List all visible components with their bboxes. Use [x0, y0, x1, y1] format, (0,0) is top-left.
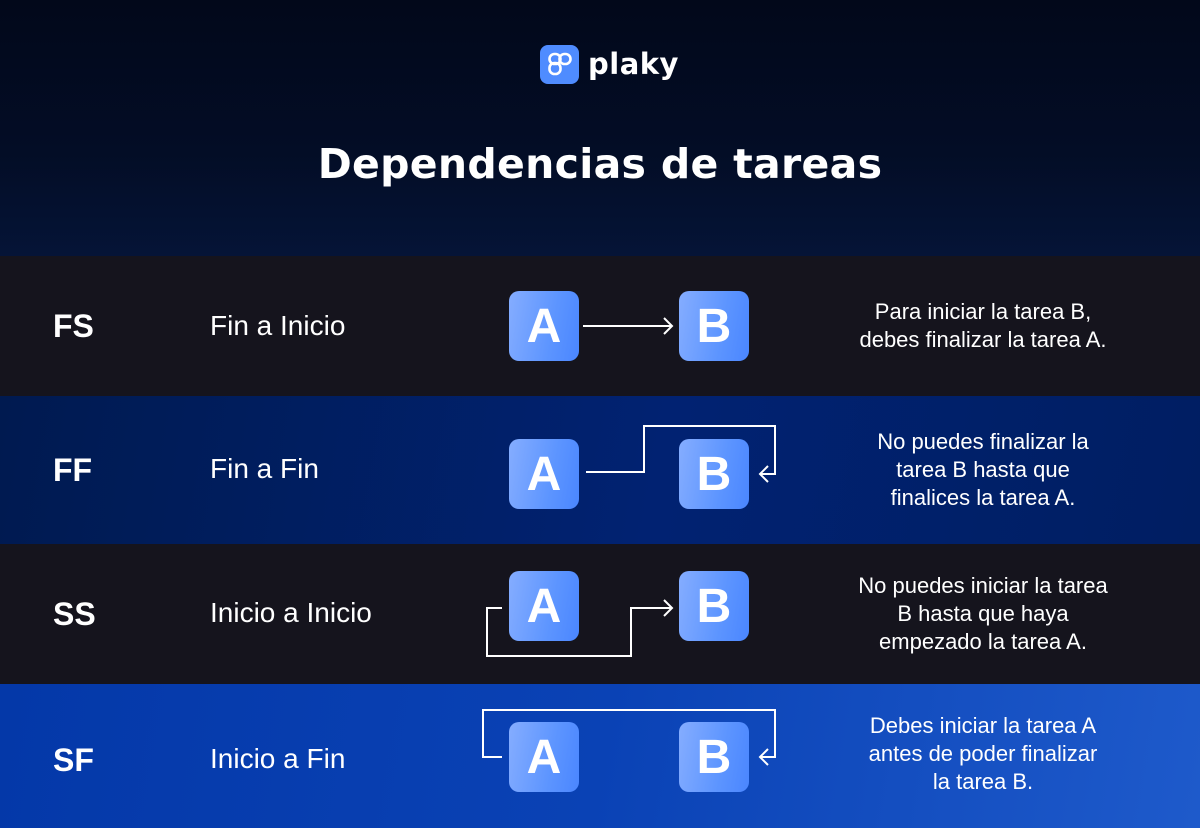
page-title: Dependencias de tareas — [317, 140, 883, 188]
dependency-name: Fin a Fin — [210, 453, 319, 484]
dependency-code: FS — [53, 308, 94, 344]
dependency-description: Debes iniciar la tarea A antes de poder … — [868, 713, 1098, 794]
task-box-b: B — [679, 439, 749, 509]
dependency-code: SS — [53, 596, 96, 632]
dependency-name: Inicio a Fin — [210, 743, 346, 774]
header: plaky Dependencias de tareas — [0, 0, 1200, 256]
task-box-a: A — [509, 439, 579, 509]
dependency-row-ff: FF Fin a Fin A B No puedes finalizar la … — [0, 396, 1200, 544]
task-box-a: A — [509, 722, 579, 792]
dependency-code: FF — [53, 452, 93, 488]
arrow-connector-icon — [486, 599, 674, 657]
dependency-description: No puedes finalizar la tarea B hasta que… — [877, 429, 1089, 510]
dependency-code: SF — [53, 742, 94, 778]
task-box-b: B — [679, 722, 749, 792]
arrow-connector-icon — [482, 709, 776, 766]
dependency-row-fs: FS Fin a Inicio A B Para iniciar la tare… — [0, 256, 1200, 396]
dependency-name: Inicio a Inicio — [210, 597, 372, 628]
plaky-logo-icon — [540, 44, 579, 84]
logo-text: plaky — [588, 46, 679, 81]
dependency-name: Fin a Inicio — [210, 310, 346, 341]
task-box-a: A — [509, 291, 579, 361]
arrow-right-icon — [583, 317, 674, 335]
dependency-description: Para iniciar la tarea B, debes finalizar… — [859, 299, 1107, 352]
logo: plaky — [540, 44, 679, 84]
arrow-connector-icon — [586, 425, 776, 483]
dependency-description: No puedes iniciar la tarea B hasta que h… — [858, 573, 1108, 654]
dependency-row-ss: SS Inicio a Inicio A B No puedes iniciar… — [0, 544, 1200, 684]
task-box-a: A — [509, 571, 579, 641]
task-box-b: B — [679, 291, 749, 361]
dependency-row-sf: SF Inicio a Fin A B Debes iniciar la tar… — [0, 684, 1200, 828]
task-box-b: B — [679, 571, 749, 641]
